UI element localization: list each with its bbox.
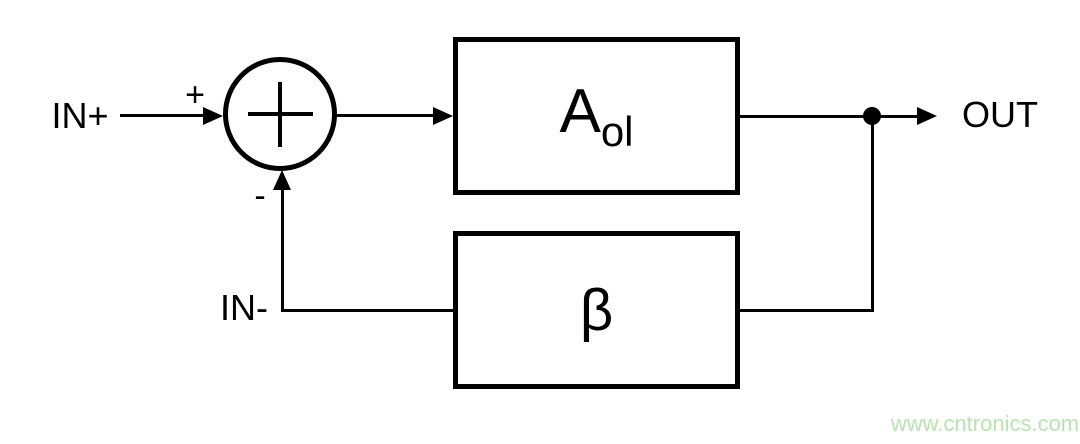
aol-subscript-text: ol xyxy=(600,108,634,155)
wire-node-down xyxy=(871,116,874,312)
arrowhead-into-junction-bottom-icon xyxy=(273,170,291,190)
in-minus-label: IN- xyxy=(220,287,268,328)
arrowhead-into-junction-icon xyxy=(203,107,223,125)
plus-sign-label: + xyxy=(185,76,205,114)
plus-cross-v-bar xyxy=(278,82,282,147)
aol-label: Aol xyxy=(559,76,633,156)
wire-inplus-to-junction xyxy=(120,114,208,117)
watermark-text: www.cntronics.com xyxy=(890,411,1080,436)
beta-label: β xyxy=(579,277,614,343)
arrowhead-into-aol-icon xyxy=(433,107,453,125)
wire-junction-to-aol xyxy=(335,114,435,117)
wire-aol-to-out xyxy=(740,115,920,118)
in-plus-label: IN+ xyxy=(51,95,109,136)
aol-block: Aol xyxy=(453,37,740,195)
minus-sign-label: - xyxy=(254,177,266,215)
summing-junction xyxy=(223,57,337,171)
wire-into-beta xyxy=(740,309,874,312)
wire-beta-to-corner xyxy=(281,309,453,312)
arrowhead-out-icon xyxy=(917,107,937,125)
wire-feedback-up xyxy=(281,188,284,312)
beta-block: β xyxy=(453,231,740,389)
out-label: OUT xyxy=(962,94,1038,135)
aol-main-text: A xyxy=(559,77,601,146)
